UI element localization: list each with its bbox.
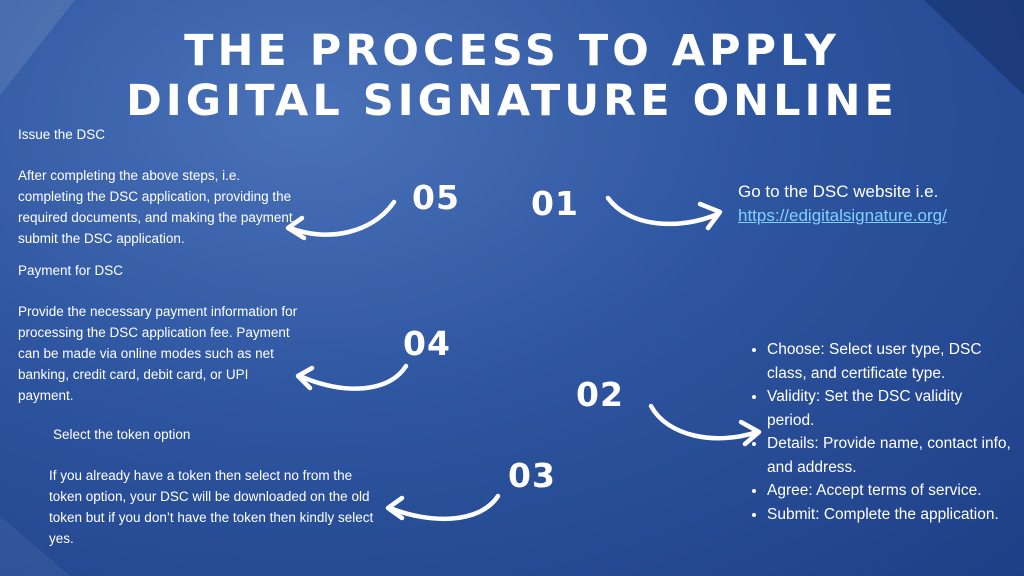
- dsc-website-link[interactable]: https://edigitalsignature.org/: [738, 206, 947, 225]
- step-number-02: 02: [576, 375, 624, 414]
- step-05-text: Issue the DSC After completing the above…: [18, 124, 298, 249]
- step-number-03: 03: [508, 456, 556, 495]
- step-number-04: 04: [403, 324, 451, 363]
- arrow-01-to-text-icon: [605, 195, 723, 231]
- arrow-03-to-text-icon: [385, 493, 501, 522]
- bullet-item: Validity: Set the DSC validity period.: [767, 385, 1011, 432]
- bullet-item: Submit: Complete the application.: [767, 503, 1011, 527]
- step-01-text: Go to the DSC website i.e. https://edigi…: [738, 180, 947, 228]
- arrow-05-to-text-icon: [285, 199, 397, 241]
- step-02-bullet-list: Choose: Select user type, DSC class, and…: [751, 338, 1011, 526]
- bullet-item: Choose: Select user type, DSC class, and…: [767, 338, 1011, 385]
- corner-decoration-top-right: [924, 0, 1024, 95]
- step-05-body: After completing the above steps, i.e. c…: [18, 168, 297, 246]
- step-04-heading: Payment for DSC: [18, 263, 124, 278]
- arrow-02-to-text-icon: [648, 403, 762, 447]
- step-number-01: 01: [531, 184, 579, 223]
- step-04-body: Provide the necessary payment informatio…: [18, 304, 298, 403]
- title-line-1: THE PROCESS TO APPLY: [184, 26, 840, 76]
- corner-decoration-bottom-left: [0, 516, 70, 576]
- corner-decoration-top-left: [0, 0, 75, 95]
- step-03-text: Select the token option If you already h…: [49, 424, 379, 549]
- step-05-heading: Issue the DSC: [18, 127, 106, 142]
- title-line-2: DIGITAL SIGNATURE ONLINE: [126, 76, 898, 126]
- bullet-item: Agree: Accept terms of service.: [767, 479, 1011, 503]
- step-03-body: If you already have a token then select …: [49, 468, 374, 546]
- step-01-description: Go to the DSC website i.e.: [738, 182, 939, 201]
- step-02-text: Choose: Select user type, DSC class, and…: [751, 338, 1011, 526]
- page-title: THE PROCESS TO APPLY DIGITAL SIGNATURE O…: [0, 26, 1024, 126]
- step-number-05: 05: [412, 178, 460, 217]
- arrow-04-to-text-icon: [295, 363, 409, 391]
- step-04-text: Payment for DSC Provide the necessary pa…: [18, 260, 298, 406]
- step-03-heading: Select the token option: [53, 427, 191, 442]
- bullet-item: Details: Provide name, contact info, and…: [767, 432, 1011, 479]
